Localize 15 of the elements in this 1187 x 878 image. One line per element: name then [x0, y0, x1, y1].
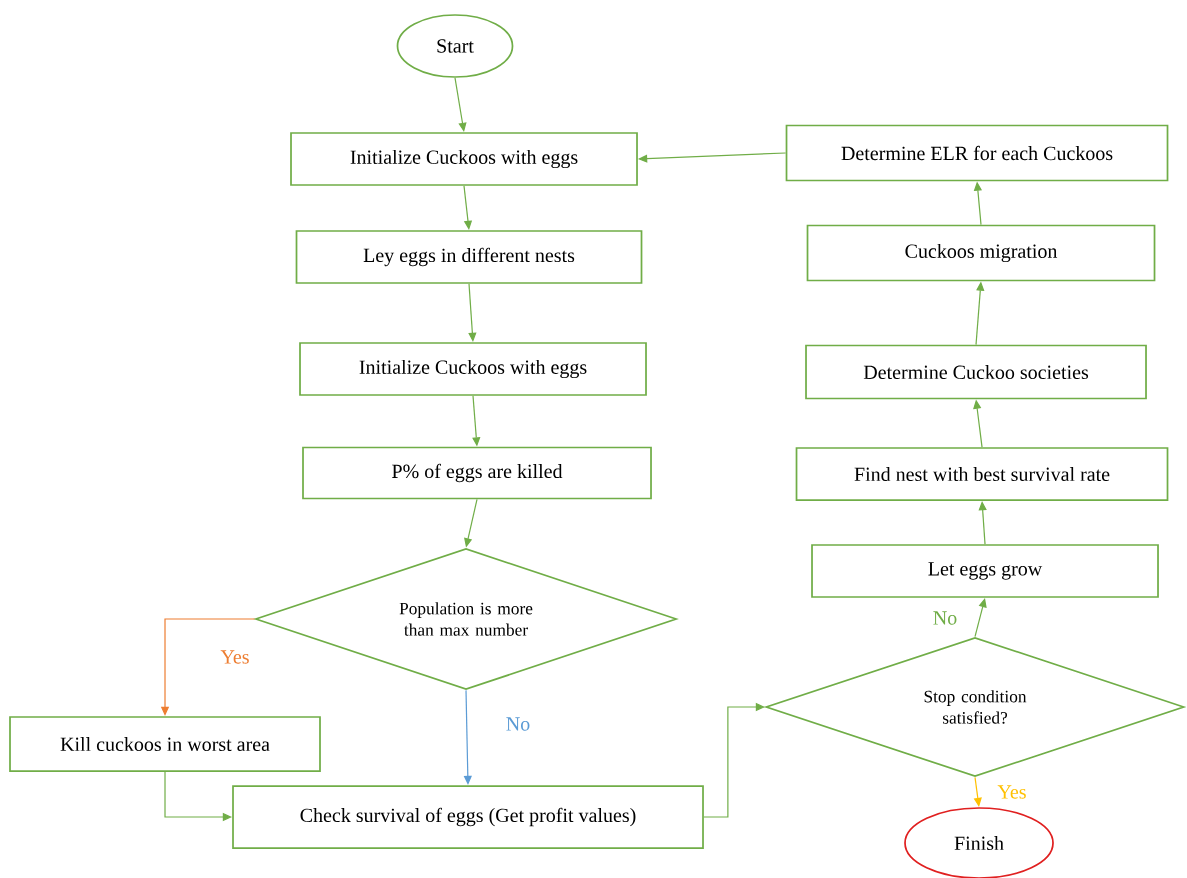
edge-label: No [504, 716, 532, 732]
edge-label: Yes [996, 784, 1028, 800]
process-box: Determine Cuckoo societies [805, 344, 1147, 400]
process-box: Ley eggs in different nests [295, 230, 643, 284]
process-box: Cuckoos migration [806, 224, 1156, 282]
process-box: Kill cuckoos in worst area [9, 716, 321, 772]
process-box: Check survival of eggs (Get profit values) [232, 785, 704, 849]
process-box: Let eggs grow [811, 544, 1159, 598]
edge-label: No [931, 610, 959, 626]
process-box: Initialize Cuckoos with eggs [290, 132, 638, 186]
process-box: Determine ELR for each Cuckoos [785, 124, 1169, 182]
edge-label: Yes [219, 649, 251, 665]
process-box: Find nest with best survival rate [795, 447, 1169, 501]
process-box: Initialize Cuckoos with eggs [299, 342, 647, 396]
process-box: P% of eggs are killed [302, 446, 652, 500]
